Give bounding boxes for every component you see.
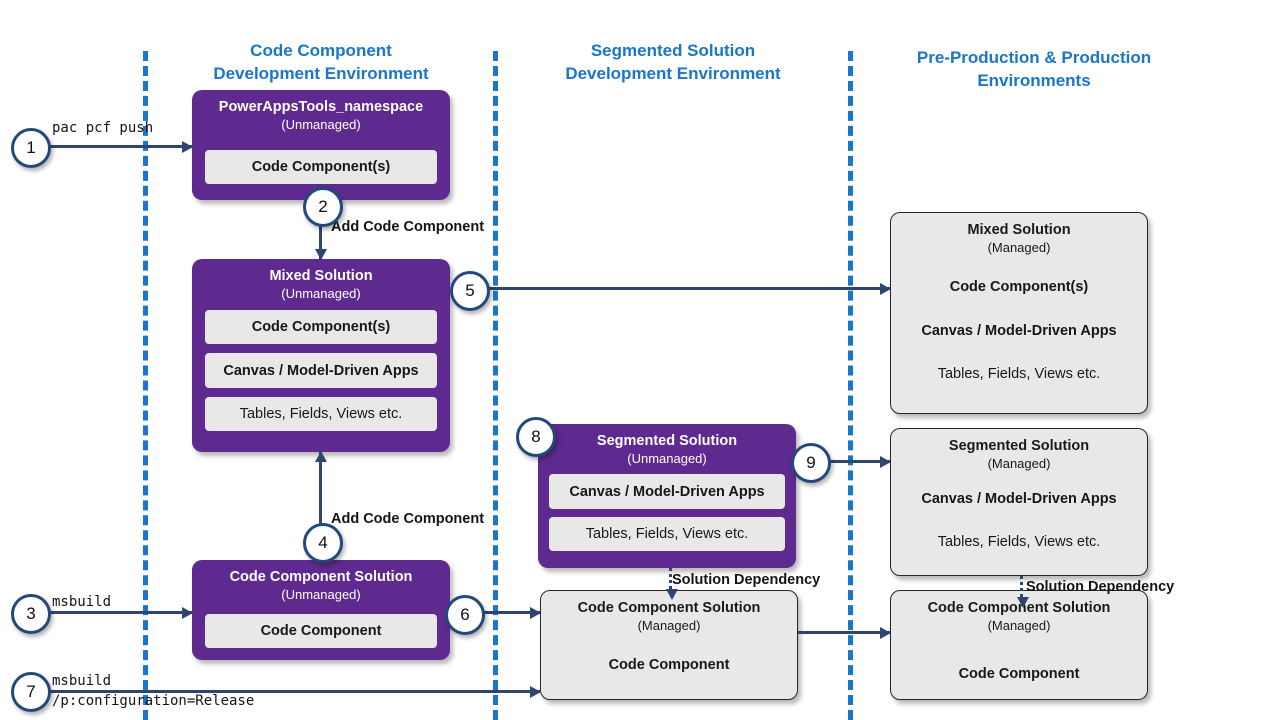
chip-code-component: Code Component xyxy=(903,657,1135,691)
column-header-line2: Environments xyxy=(977,71,1091,90)
box-title-text: Mixed Solution xyxy=(269,268,373,284)
chip-code-components: Code Component(s) xyxy=(205,310,437,344)
arrow-step6-to-code-component-solution-managed xyxy=(478,611,540,614)
label-add-code-component-bottom: Add Code Component xyxy=(331,511,485,527)
chip-canvas-model-driven-apps: Canvas / Model-Driven Apps xyxy=(901,481,1137,516)
dependency-arrow-middle xyxy=(666,568,678,600)
arrow-step4-add-code-component xyxy=(319,452,322,560)
chip-tables-fields-views: Tables, Fields, Views etc. xyxy=(901,357,1137,391)
box-title-text: Segmented Solution xyxy=(948,438,1090,454)
box-title: Segmented Solution (Managed) xyxy=(891,429,1147,472)
box-subtitle: (Unmanaged) xyxy=(281,117,361,132)
divider-right xyxy=(848,51,853,720)
chip-code-components: Code Component(s) xyxy=(205,150,437,184)
divider-left xyxy=(143,51,148,720)
chip-tables-fields-views: Tables, Fields, Views etc. xyxy=(901,525,1137,559)
column-header-line1: Segmented Solution xyxy=(590,41,756,60)
box-title-text: Code Component Solution xyxy=(927,600,1111,616)
arrow-step7-to-code-component-solution-managed xyxy=(46,690,540,693)
label-solution-dependency-middle: Solution Dependency xyxy=(672,572,821,588)
chip-code-component: Code Component xyxy=(553,648,785,682)
arrow-step5-to-mixed-solution-managed xyxy=(484,287,890,290)
arrow-step3-to-code-component-solution xyxy=(46,611,192,614)
chip-code-component: Code Component xyxy=(205,614,437,648)
box-subtitle: (Managed) xyxy=(987,618,1051,633)
step-badge-6[interactable]: 6 xyxy=(445,595,485,635)
column-header-line2: Development Environment xyxy=(565,64,781,83)
box-subtitle: (Managed) xyxy=(987,456,1051,471)
column-header-line2: Development Environment xyxy=(213,64,429,83)
box-title: Code Component Solution (Managed) xyxy=(541,591,797,634)
column-header-segmented-solution-dev: Segmented Solution Development Environme… xyxy=(536,39,810,85)
column-header-code-component-dev: Code Component Development Environment xyxy=(186,39,456,85)
box-subtitle: (Unmanaged) xyxy=(627,451,707,466)
box-title-text: Code Component Solution xyxy=(577,600,761,616)
command-step7-line2: /p:configuration=Release xyxy=(52,693,255,709)
box-title: Segmented Solution (Unmanaged) xyxy=(538,424,796,467)
box-title: Mixed Solution (Managed) xyxy=(891,213,1147,256)
chip-tables-fields-views: Tables, Fields, Views etc. xyxy=(205,397,437,431)
chip-tables-fields-views: Tables, Fields, Views etc. xyxy=(549,517,785,551)
box-title-text: Code Component Solution xyxy=(229,569,413,585)
label-solution-dependency-right: Solution Dependency xyxy=(1026,579,1175,595)
label-add-code-component-top: Add Code Component xyxy=(331,219,485,235)
step-badge-9[interactable]: 9 xyxy=(791,443,831,483)
step-badge-8[interactable]: 8 xyxy=(516,417,556,457)
arrow-code-component-managed-to-right xyxy=(798,631,890,634)
step-badge-5[interactable]: 5 xyxy=(450,271,490,311)
chip-canvas-model-driven-apps: Canvas / Model-Driven Apps xyxy=(205,353,437,388)
step-badge-1[interactable]: 1 xyxy=(11,128,51,168)
arrow-step2-add-code-component xyxy=(319,200,322,259)
box-title-text: Mixed Solution xyxy=(967,222,1071,238)
box-subtitle: (Managed) xyxy=(987,240,1051,255)
column-header-preprod-production: Pre-Production & Production Environments xyxy=(884,46,1184,92)
box-subtitle: (Unmanaged) xyxy=(281,286,361,301)
column-header-line1: Code Component xyxy=(250,41,392,60)
box-title: PowerAppsTools_namespace (Unmanaged) xyxy=(192,90,450,133)
box-title-text: Segmented Solution xyxy=(596,433,738,449)
dependency-arrow-right xyxy=(1017,576,1029,608)
box-title-text: PowerAppsTools_namespace xyxy=(218,99,424,115)
box-title: Code Component Solution (Managed) xyxy=(891,591,1147,634)
box-subtitle: (Managed) xyxy=(637,618,701,633)
step-badge-3[interactable]: 3 xyxy=(11,594,51,634)
arrow-step9-to-segmented-solution-managed xyxy=(824,460,890,463)
command-step1: pac pcf push xyxy=(52,120,154,136)
box-code-component-solution-managed-middle: Code Component Solution (Managed) xyxy=(540,590,798,700)
command-step3: msbuild xyxy=(52,594,112,610)
divider-middle xyxy=(493,51,498,720)
box-title: Mixed Solution (Unmanaged) xyxy=(192,259,450,302)
chip-canvas-model-driven-apps: Canvas / Model-Driven Apps xyxy=(549,474,785,509)
arrow-step1-to-powerapps-tools xyxy=(46,145,192,148)
chip-canvas-model-driven-apps: Canvas / Model-Driven Apps xyxy=(901,313,1137,348)
step-badge-4[interactable]: 4 xyxy=(303,523,343,563)
chip-code-components: Code Component(s) xyxy=(901,270,1137,304)
step-badge-2[interactable]: 2 xyxy=(303,187,343,227)
step-badge-7[interactable]: 7 xyxy=(11,672,51,712)
box-title: Code Component Solution (Unmanaged) xyxy=(192,560,450,603)
command-step7-line1: msbuild xyxy=(52,673,112,689)
column-header-line1: Pre-Production & Production xyxy=(916,48,1152,67)
box-subtitle: (Unmanaged) xyxy=(281,587,361,602)
